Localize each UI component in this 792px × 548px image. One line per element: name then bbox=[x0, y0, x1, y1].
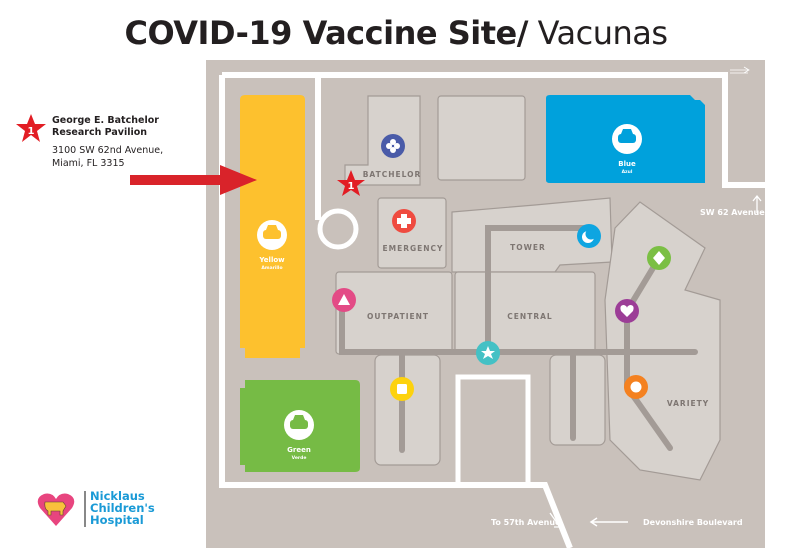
pointer-arrow bbox=[130, 165, 257, 195]
arrow-up-icon bbox=[752, 194, 762, 213]
parking-blue-sub: Azul bbox=[622, 169, 633, 175]
label-central: CENTRAL bbox=[507, 312, 552, 321]
roads bbox=[219, 72, 765, 548]
car-icon bbox=[284, 410, 314, 440]
location-name-line1: George E. Batchelor bbox=[52, 115, 159, 126]
building-north bbox=[437, 95, 526, 181]
building-wing-east bbox=[549, 354, 606, 446]
hospital-logo-text: Nicklaus Children's Hospital bbox=[90, 490, 155, 526]
parking-green-sub: Verde bbox=[292, 455, 307, 461]
svg-text:1: 1 bbox=[28, 126, 35, 137]
arrow-right-icon bbox=[730, 66, 750, 74]
moon-icon[interactable] bbox=[577, 224, 601, 248]
label-variety: VARIETY bbox=[667, 399, 709, 408]
star-icon[interactable] bbox=[476, 341, 500, 365]
building-variety bbox=[604, 201, 721, 481]
label-emergency: EMERGENCY bbox=[383, 244, 444, 253]
car-icon bbox=[612, 124, 642, 154]
hospital-logo-heart bbox=[37, 493, 75, 526]
svg-text:1: 1 bbox=[348, 181, 355, 192]
circle-icon[interactable] bbox=[624, 375, 648, 399]
title-normal: Vacunas bbox=[527, 14, 668, 52]
building-emergency bbox=[377, 197, 447, 269]
label-tower: TOWER bbox=[510, 243, 546, 252]
diamond-icon[interactable] bbox=[647, 246, 671, 270]
square-icon[interactable] bbox=[390, 377, 414, 401]
buildings bbox=[335, 95, 721, 481]
label-batchelor: BATCHELOR bbox=[363, 170, 422, 179]
triangle-icon[interactable] bbox=[332, 288, 356, 312]
title-bold: COVID-19 Vaccine Site/ bbox=[124, 14, 528, 52]
flower-icon[interactable] bbox=[381, 134, 405, 158]
address-line1: 3100 SW 62nd Avenue, bbox=[52, 145, 164, 156]
heart-icon[interactable] bbox=[615, 299, 639, 323]
location-address: 3100 SW 62nd Avenue, Miami, FL 3315 bbox=[52, 144, 163, 170]
corridors bbox=[339, 225, 698, 453]
parking-green-label: Green bbox=[287, 446, 311, 454]
logo-line2: Children's bbox=[90, 501, 155, 515]
road-label-sw62: SW 62 Avenue bbox=[700, 208, 765, 217]
page-title: COVID-19 Vaccine Site/ Vacunas bbox=[0, 14, 792, 52]
location-name-line2: Research Pavilion bbox=[52, 127, 148, 138]
address-line2: Miami, FL 3315 bbox=[52, 158, 125, 169]
cross-icon[interactable] bbox=[392, 209, 416, 233]
label-outpatient: OUTPATIENT bbox=[367, 312, 429, 321]
road-label-devonshire: Devonshire Boulevard bbox=[643, 518, 743, 527]
parking-blue-label: Blue bbox=[618, 160, 636, 168]
car-icon bbox=[257, 220, 287, 250]
parking-yellow-sub: Amarillo bbox=[261, 265, 282, 271]
legend-star-marker: 1 bbox=[16, 114, 46, 142]
logo-line1: Nicklaus bbox=[90, 489, 145, 503]
logo-line3: Hospital bbox=[90, 513, 144, 527]
road-label-57th: To 57th Avenue bbox=[491, 518, 561, 527]
logo-divider bbox=[84, 491, 86, 527]
arrow-left-icon bbox=[589, 517, 628, 527]
location-name: George E. Batchelor Research Pavilion bbox=[52, 115, 159, 139]
parking-yellow-label: Yellow bbox=[258, 256, 285, 264]
building-wing-south bbox=[374, 354, 441, 466]
arrow-down-right-icon bbox=[549, 512, 561, 528]
location-star-marker[interactable]: 1 bbox=[337, 170, 365, 196]
